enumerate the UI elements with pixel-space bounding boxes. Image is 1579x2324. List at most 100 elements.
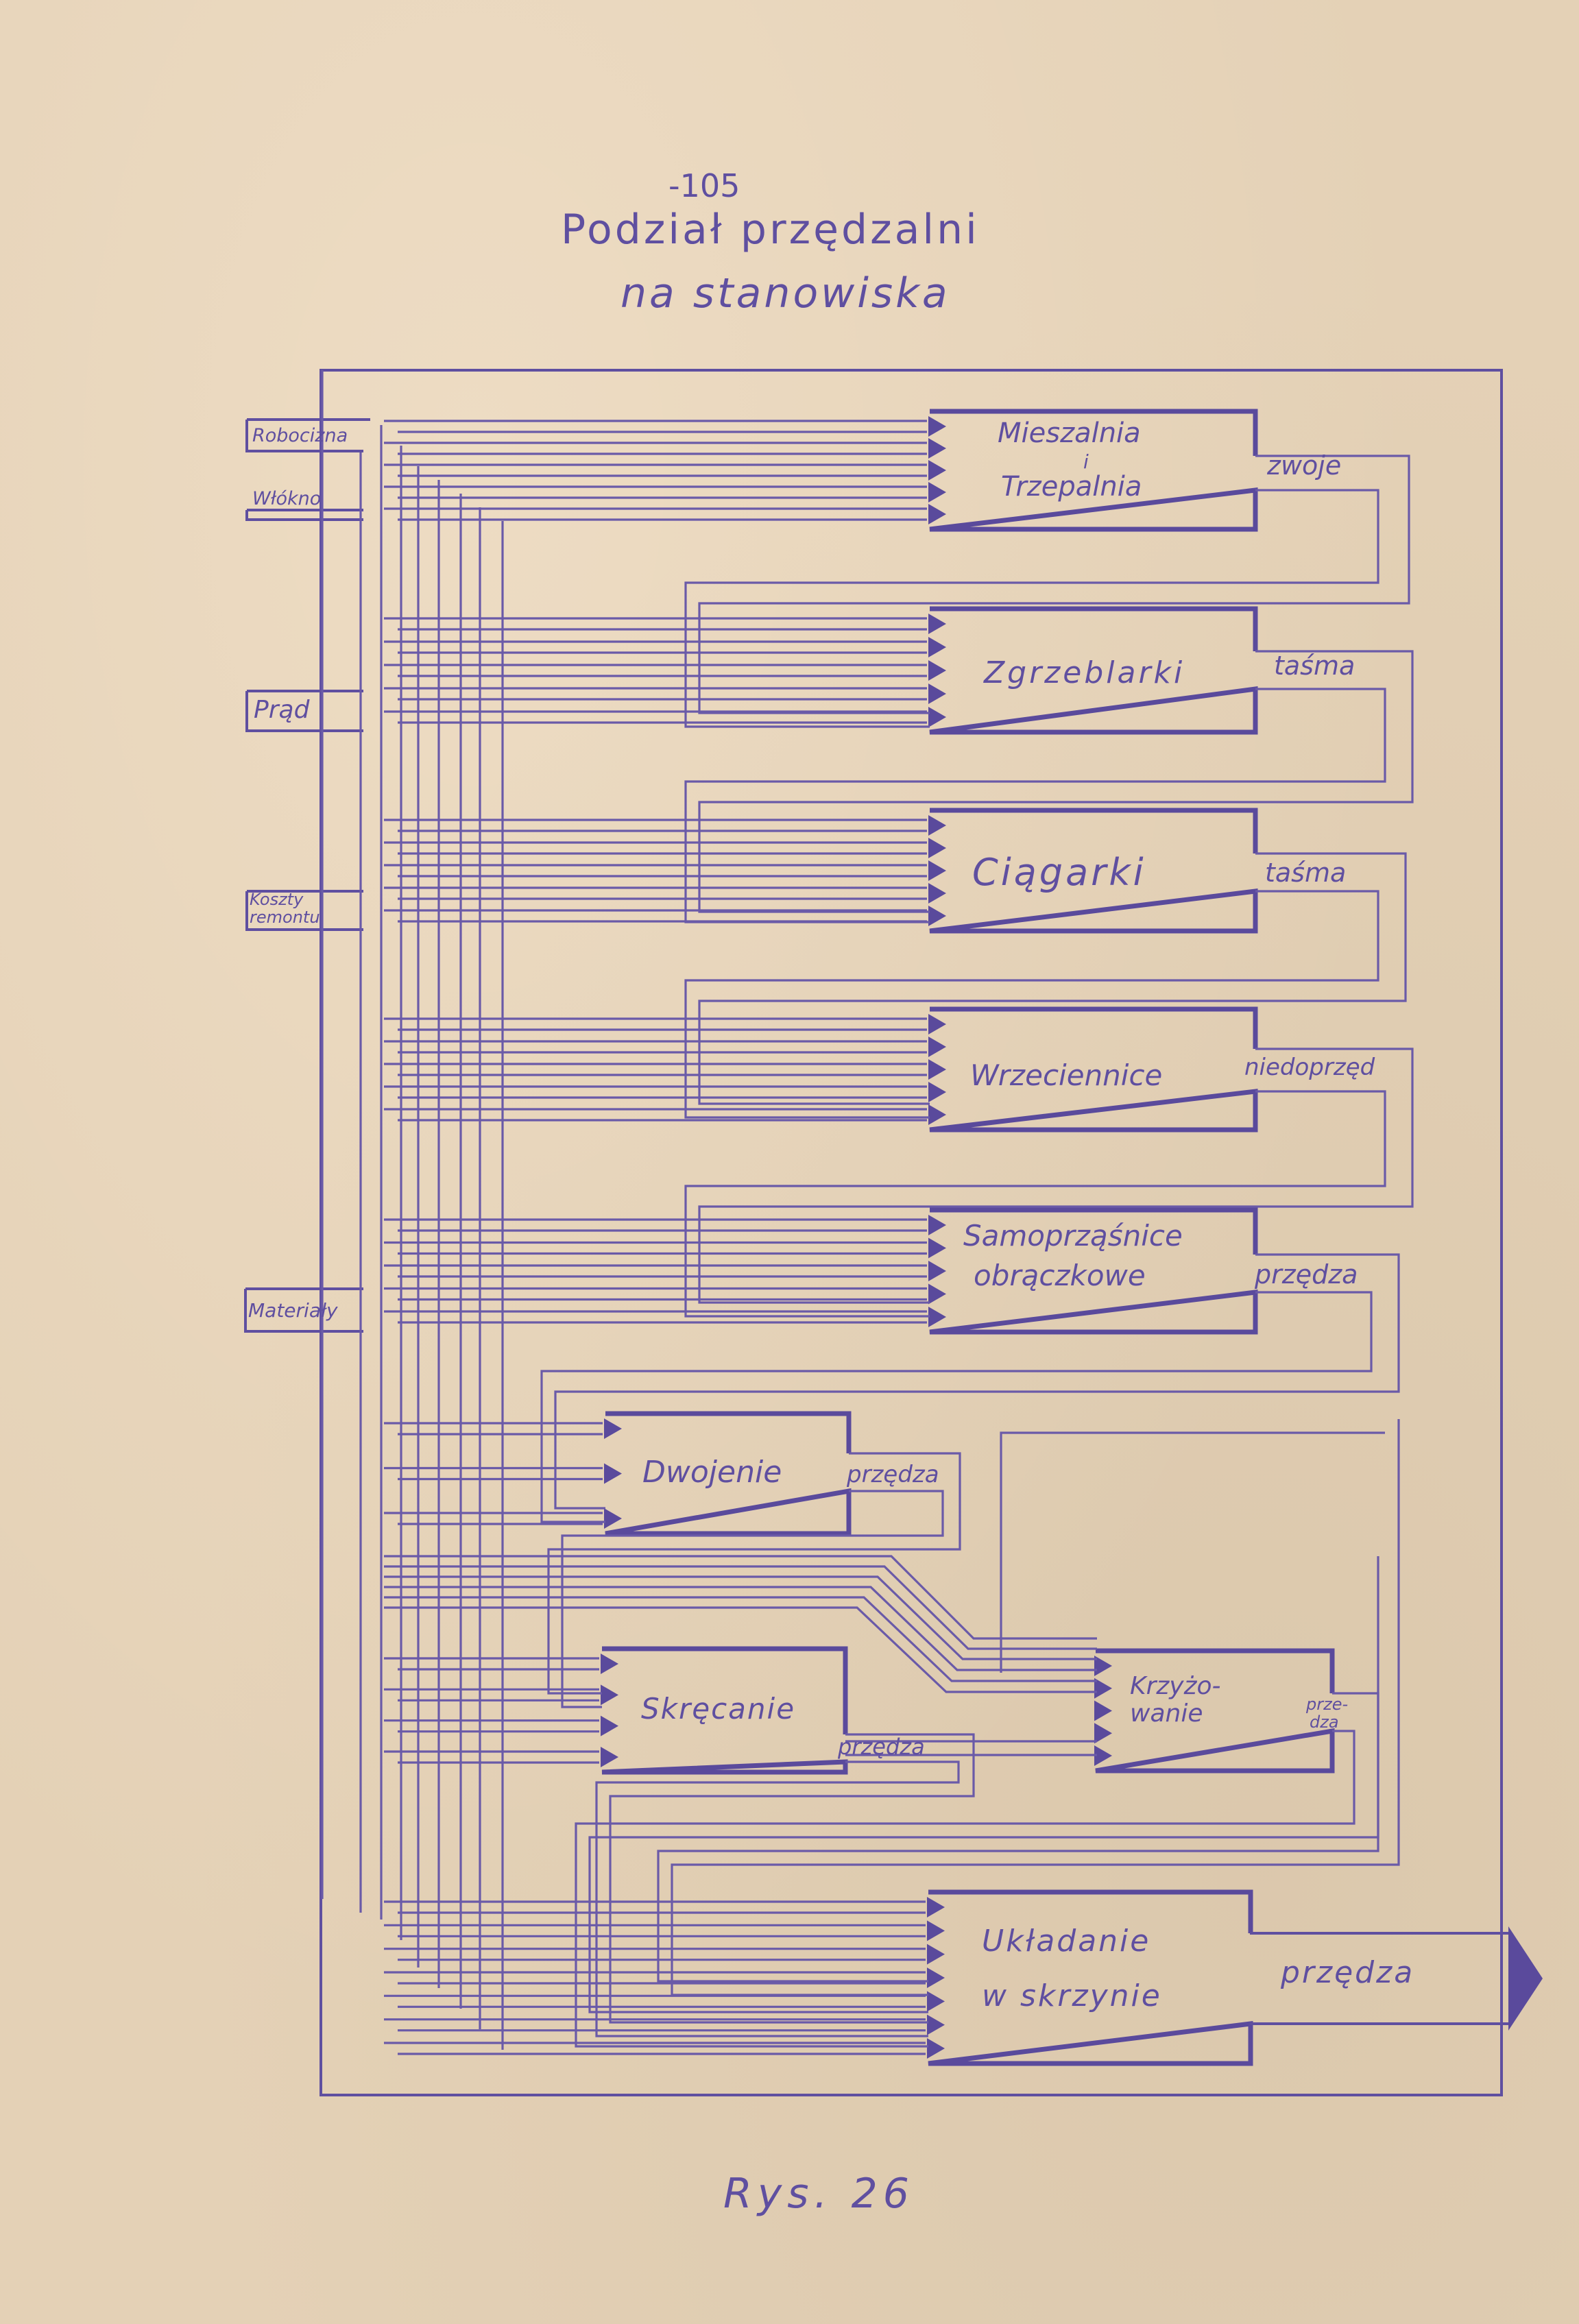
feed-line xyxy=(384,507,927,521)
station-box-dwojenie xyxy=(605,1411,852,1536)
input-arrow xyxy=(1094,1723,1112,1744)
input-arrow xyxy=(928,1104,946,1125)
output-return-line xyxy=(684,455,1410,728)
station-boxes xyxy=(601,409,1335,2066)
feed-line xyxy=(384,841,927,855)
input-arrow xyxy=(928,883,946,904)
vertical-buses xyxy=(321,370,504,2050)
input-label-remontu: remontu xyxy=(250,908,320,927)
feed-line xyxy=(384,1971,926,1985)
input-boxes xyxy=(244,418,370,1333)
station-krzyzowanie-label: Krzyżo- xyxy=(1130,1672,1221,1700)
feed-line xyxy=(384,1924,926,1937)
input-arrow xyxy=(927,1920,945,1941)
feed-line xyxy=(384,819,927,832)
feed-line xyxy=(384,1310,927,1324)
input-arrow xyxy=(928,438,946,459)
feed-line xyxy=(384,864,927,877)
output-return-line xyxy=(684,650,1414,923)
page-number: -105 xyxy=(668,167,740,204)
input-arrow xyxy=(927,1991,945,2012)
feed-line xyxy=(384,1218,927,1232)
output-return-line xyxy=(575,1692,1379,2048)
feed-line xyxy=(384,1994,926,2008)
output-return-line xyxy=(684,1048,1414,1318)
feed-line xyxy=(384,1108,927,1122)
input-arrow xyxy=(601,1715,618,1736)
input-arrow xyxy=(928,860,946,881)
final-output-arrow xyxy=(1250,1926,1543,2031)
input-arrow xyxy=(927,1897,945,1917)
input-arrow xyxy=(928,1014,946,1034)
station-wanie-label: wanie xyxy=(1130,1699,1203,1728)
feed-line xyxy=(384,1900,926,1914)
input-arrow xyxy=(928,1307,946,1327)
input-arrow xyxy=(928,1283,946,1305)
feed-line xyxy=(384,1085,927,1099)
input-arrow xyxy=(601,1747,618,1767)
output-label-niedoprzed: niedoprzęd xyxy=(1244,1054,1375,1081)
station-dwojenie-label: Dwojenie xyxy=(642,1455,782,1490)
feed-line xyxy=(384,664,927,677)
output-return-line xyxy=(540,1253,1400,1523)
input-arrow xyxy=(928,504,946,524)
feed-line xyxy=(384,886,927,900)
station-feed-lines xyxy=(384,416,1112,2059)
feed-line xyxy=(384,1948,926,1961)
output-label-przedza-3: przędza xyxy=(838,1734,925,1760)
input-label-robocizna: Robocizna xyxy=(252,425,348,446)
output-label-tasma-1: taśma xyxy=(1274,651,1355,681)
input-arrow xyxy=(927,2038,945,2059)
feed-line xyxy=(384,463,927,477)
output-label-dza: dza xyxy=(1310,1712,1339,1732)
output-label-prze: prze- xyxy=(1306,1695,1349,1714)
feed-line xyxy=(384,1063,927,1076)
input-arrow xyxy=(927,2014,945,2035)
feed-line xyxy=(384,1264,927,1278)
feed-line xyxy=(384,1422,603,1436)
diagram-title: Podział przędzalni xyxy=(561,206,980,254)
station-obraczkowe-label: obrączkowe xyxy=(974,1259,1146,1292)
input-arrow xyxy=(928,707,946,727)
station-wrzeciennice-label: Wrzeciennice xyxy=(970,1058,1163,1092)
feed-line xyxy=(384,1750,599,1764)
feed-line xyxy=(384,710,927,724)
feed-line xyxy=(384,1040,927,1054)
station-box-mieszalnia xyxy=(929,409,1258,532)
feed-line xyxy=(384,420,927,433)
feed-line xyxy=(384,2018,926,2032)
feed-line xyxy=(384,1719,599,1733)
input-label-wlokno: Włókno xyxy=(252,488,322,509)
station-box-zgrzeblarki xyxy=(929,606,1258,735)
input-label-materialy: Materiały xyxy=(248,1299,338,1322)
diagonal-bundle xyxy=(384,1555,1097,1693)
output-label-zwoje: zwoje xyxy=(1267,450,1342,481)
station-ciagarki-label: Ciągarki xyxy=(972,851,1146,894)
feed-line xyxy=(384,1512,603,1525)
input-label-prad: Prąd xyxy=(254,696,310,724)
input-arrow xyxy=(928,1261,946,1281)
input-arrow xyxy=(928,1215,946,1235)
input-arrow xyxy=(928,838,946,858)
input-arrow xyxy=(928,683,946,704)
input-arrow xyxy=(1094,1745,1112,1766)
input-arrow xyxy=(1094,1678,1112,1699)
output-return-line xyxy=(595,1733,975,2037)
feed-line xyxy=(384,1287,927,1301)
figure-caption: Rys. 26 xyxy=(723,2170,915,2218)
feed-line xyxy=(384,617,927,631)
station-box-ukladanie xyxy=(928,1889,1253,2066)
station-skrecanie-label: Skręcanie xyxy=(641,1692,796,1726)
input-arrow xyxy=(928,815,946,836)
station-samoprzasnice-label: Samoprząśnice xyxy=(963,1219,1183,1252)
input-arrow xyxy=(927,1944,945,1965)
station-zgrzeblarki-label: Zgrzeblarki xyxy=(984,655,1185,690)
input-arrow xyxy=(1094,1700,1112,1721)
station-skrzynie-label: w skrzynie xyxy=(982,1978,1162,2013)
station-box-krzyzowanie xyxy=(1095,1648,1335,1774)
input-arrow xyxy=(928,482,946,503)
input-arrow xyxy=(604,1418,622,1439)
output-label-tasma-2: taśma xyxy=(1265,858,1347,888)
